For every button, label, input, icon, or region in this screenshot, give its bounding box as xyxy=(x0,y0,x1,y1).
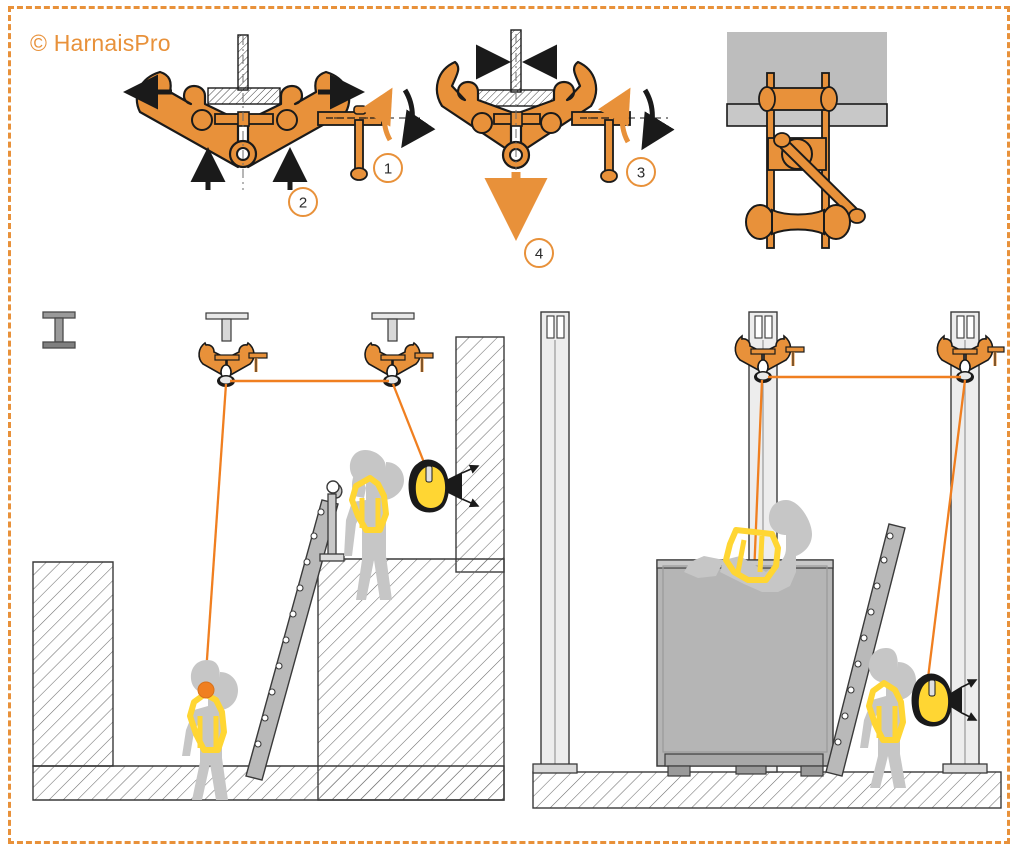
overhead-beam-right xyxy=(371,312,415,342)
access-ladder-right xyxy=(825,523,906,777)
retractable-fall-arrester-left xyxy=(408,459,480,513)
beam-clamp-left[interactable] xyxy=(198,341,268,379)
arrow-rotate-handle-black-2 xyxy=(641,88,675,151)
scene-pit-entry xyxy=(32,311,505,801)
pit-floor-slab xyxy=(32,765,505,801)
dashed-page-border xyxy=(8,6,1010,844)
worker-on-machine xyxy=(684,500,812,592)
lifeline-to-fall-arrester-right xyxy=(926,379,967,679)
carabiner-right xyxy=(383,364,401,387)
callout-2-label: 2 xyxy=(299,195,307,212)
worker-on-edge xyxy=(344,450,404,600)
beam-clamp-body-2 xyxy=(435,60,598,170)
retractable-fall-arrester-right xyxy=(911,673,978,727)
upper-floor-slab xyxy=(317,558,505,801)
lifeline-to-worker-in-pit xyxy=(203,383,228,689)
carabiner-left xyxy=(217,364,235,387)
callout-1: 1 xyxy=(373,153,403,183)
overhead-beam-left xyxy=(205,312,249,342)
arrow-rotate-handle-orange-2 xyxy=(597,87,631,144)
beam-clamp-right[interactable] xyxy=(364,341,434,379)
callout-4: 4 xyxy=(524,238,554,268)
beam-clamp-body-1 xyxy=(135,70,351,169)
carabiner-column-right xyxy=(956,359,974,383)
pit-wall-right xyxy=(455,336,505,573)
step-panel-1: 1 2 xyxy=(123,34,436,217)
i-beam-section-icon xyxy=(42,311,76,349)
callout-3: 3 xyxy=(626,157,656,187)
carabiner-column-left xyxy=(754,359,772,383)
ground-slab-right xyxy=(532,771,1002,809)
copyright-logo: © HarnaisPro xyxy=(30,30,171,56)
dorsal-attachment-point xyxy=(197,681,215,699)
machine-enclosure xyxy=(656,559,834,777)
worker-on-floor xyxy=(860,648,916,788)
callout-2: 2 xyxy=(288,187,318,217)
callout-4-label: 4 xyxy=(535,246,543,263)
arrow-rotate-handle-orange-1 xyxy=(359,87,393,142)
worker-in-pit xyxy=(182,660,238,800)
pit-wall-left xyxy=(32,561,114,767)
scene-machine-top xyxy=(532,311,1005,809)
arrow-rotate-handle-black-1 xyxy=(401,88,436,149)
beam-section-1 xyxy=(207,34,281,105)
step-panel-2: 3 4 xyxy=(435,29,675,268)
access-ladder-left xyxy=(245,480,345,781)
callout-3-label: 3 xyxy=(637,165,645,182)
photo-panel-clamp-underside xyxy=(726,32,888,249)
lifeline-to-fall-arrester xyxy=(391,383,427,466)
callout-1-label: 1 xyxy=(384,161,392,178)
column-far-left xyxy=(532,311,578,774)
